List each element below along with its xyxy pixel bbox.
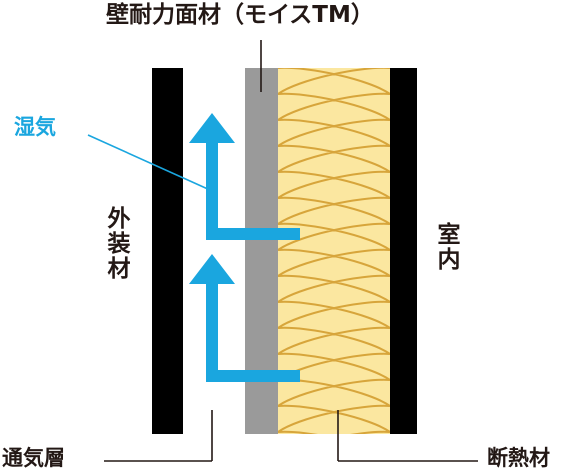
insulation-layer [278,68,390,434]
exterior-cladding-panel [152,68,183,434]
board-label: 壁耐力面材（モイスTM） [106,2,374,28]
moisture-leader-line [87,134,211,191]
moisture-arrow-upper [189,113,300,240]
moisture-arrow-lower [189,254,300,382]
interior-wall-panel [390,68,417,434]
insulation-label: 断熱材 [487,446,550,470]
insulation-batting-pattern [278,68,390,434]
moisture-arrows [189,113,300,382]
exterior-label: 外装材 [103,206,129,281]
interior-label: 室内 [433,222,459,272]
air-layer-label: 通気層 [2,446,65,470]
moisture-label: 湿気 [14,115,56,139]
